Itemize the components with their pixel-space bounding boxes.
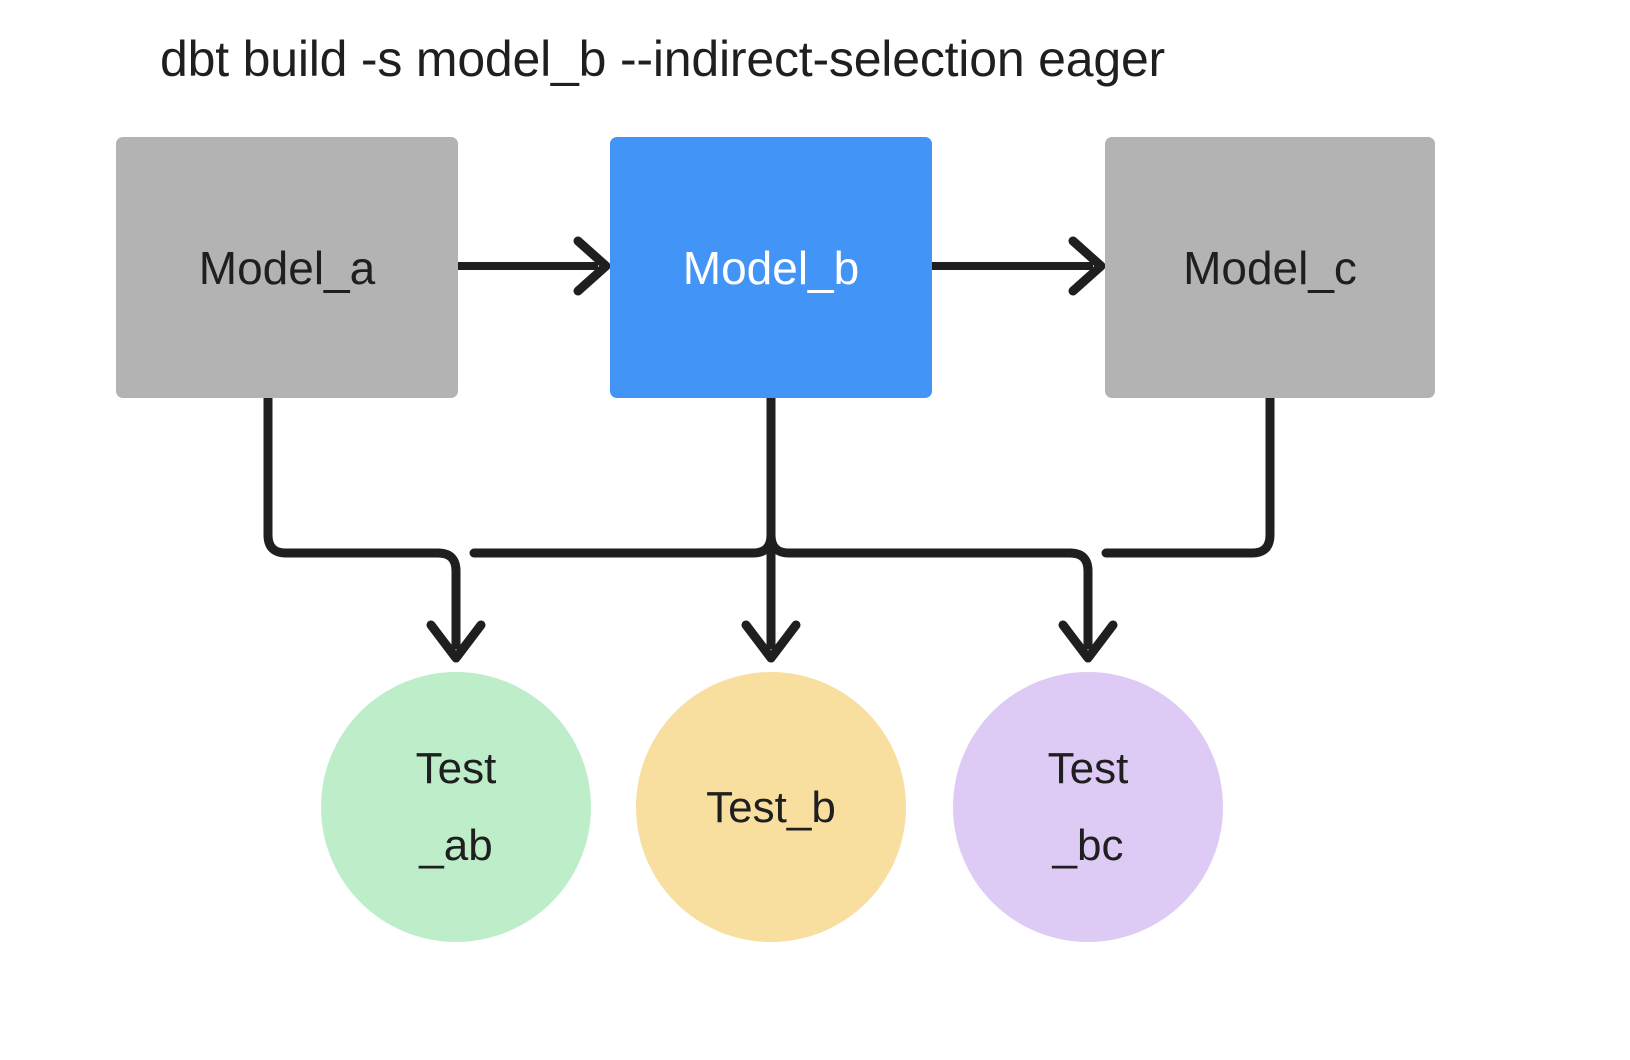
edge-model-b-to-model-c — [928, 236, 1106, 296]
edge-model-b-to-test-bc — [766, 530, 1118, 663]
node-model-c-label: Model_c — [1183, 241, 1357, 294]
node-test-b-label: Test_b — [706, 782, 836, 832]
node-test-bc[interactable]: Test _bc — [953, 672, 1223, 942]
node-test-bc-label: Test _bc — [1047, 744, 1129, 870]
edge-model-c-to-test-bc — [1101, 393, 1275, 558]
node-model-b[interactable]: Model_b — [610, 137, 932, 398]
edge-model-a-to-test-ab — [263, 393, 486, 663]
node-model-a[interactable]: Model_a — [116, 137, 458, 398]
page-title: dbt build -s model_b --indirect-selectio… — [160, 31, 1166, 87]
node-model-a-label: Model_a — [198, 241, 376, 294]
node-model-c[interactable]: Model_c — [1105, 137, 1435, 398]
node-test-ab-label: Test _ab — [415, 744, 497, 870]
node-model-b-label: Model_b — [682, 241, 860, 294]
edge-model-a-to-model-b — [432, 236, 611, 296]
edge-model-b-to-test-b — [741, 393, 801, 663]
node-test-ab[interactable]: Test _ab — [321, 672, 591, 942]
node-test-b[interactable]: Test_b — [636, 672, 906, 942]
edge-model-b-to-test-ab — [469, 393, 776, 558]
